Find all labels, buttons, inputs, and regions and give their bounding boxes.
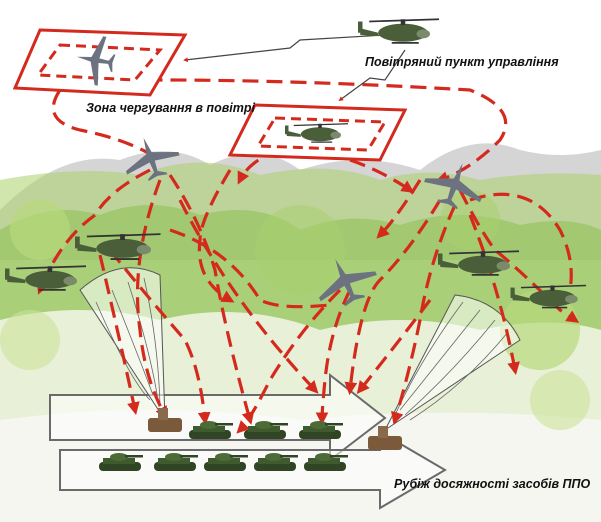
air-command-post-label: Повітряний пункт управління xyxy=(365,55,559,69)
patrol-zone-upper xyxy=(12,28,188,97)
air-defense-radar-right xyxy=(368,426,402,450)
advance-arrow-upper xyxy=(49,372,387,463)
air-defense-radar-left xyxy=(148,408,182,432)
air-patrol-zone-label: Зона чергування в повітрі xyxy=(86,101,255,115)
patrol-zone-lower xyxy=(227,103,408,162)
radar-fan-left xyxy=(79,267,166,422)
attack-routes xyxy=(36,48,580,434)
comm-link-left xyxy=(183,34,386,63)
comm-link-right xyxy=(338,49,406,102)
air-defense-limit-label: Рубіж досяжності засобів ППО xyxy=(394,477,591,491)
